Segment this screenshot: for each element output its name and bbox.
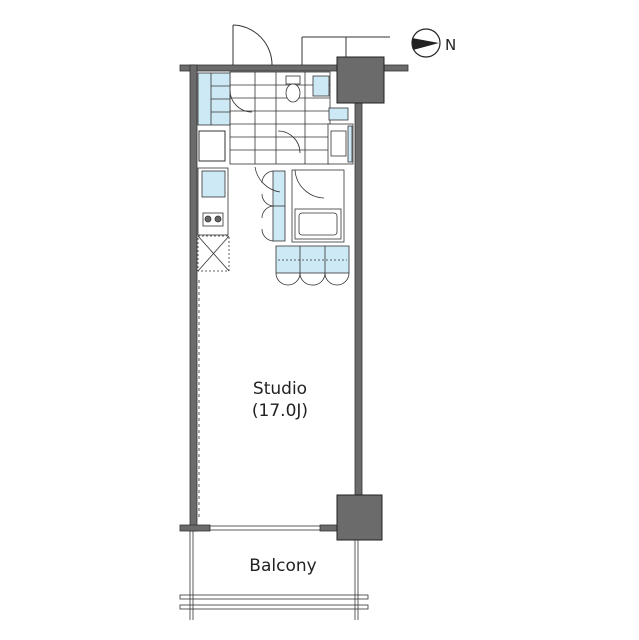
kitchen [197,167,230,272]
storage-units [275,245,350,286]
washbasin [327,123,354,165]
compass-north-label: N [445,36,456,54]
studio-size-label: (17.0J) [252,401,308,421]
balcony [179,531,369,620]
closets [254,166,286,242]
top-railing [301,36,390,66]
compass-icon: N [411,28,456,58]
entrance-door [232,24,273,67]
shoe-closet [197,72,231,126]
balcony-sliding-window [209,525,321,531]
column-bottom [336,494,383,541]
column-top [336,56,385,104]
toilet [285,75,349,121]
studio-label: Studio [253,379,307,399]
washing-machine [198,130,226,162]
balcony-label: Balcony [249,556,316,576]
bathroom [291,169,345,243]
